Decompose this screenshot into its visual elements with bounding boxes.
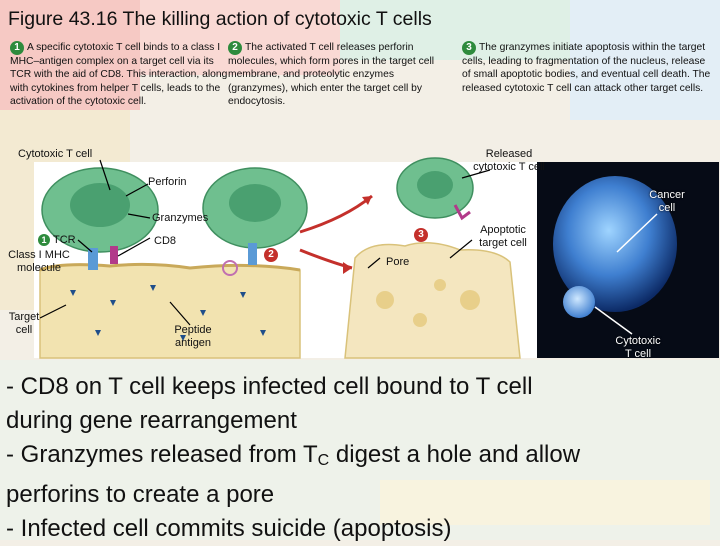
apoptotic-body <box>460 290 480 310</box>
leader-line <box>449 239 473 259</box>
label-granzymes: Granzymes <box>152 212 209 224</box>
tcr-receptor <box>88 248 98 270</box>
label-micro-cytotoxic: Cytotoxic T cell <box>615 335 661 360</box>
note-line-1: - CD8 on T cell keeps infected cell boun… <box>6 373 533 400</box>
receptor-fragment <box>453 204 471 221</box>
t-cell-1-nucleus <box>70 183 130 227</box>
leader-line <box>367 257 381 269</box>
label-cd8: CD8 <box>154 235 177 247</box>
label-cancer-cell: Cancer cell <box>649 189 685 214</box>
granzyme-marks <box>70 285 266 341</box>
arrow-head <box>362 196 372 205</box>
step-1-text: A specific cytotoxic T cell binds to a c… <box>10 42 228 108</box>
step-2-text: The activated T cell releases perforin m… <box>228 42 435 108</box>
leader-line <box>117 237 151 257</box>
step-1-badge: 1 <box>10 41 24 55</box>
arrow-to-released-cell <box>299 194 373 234</box>
leader-line <box>127 213 151 219</box>
leader-line <box>125 183 149 197</box>
label-target-cell: Target cell <box>8 311 40 336</box>
step-2-badge: 2 <box>228 41 242 55</box>
step-3-badge: 3 <box>462 41 476 55</box>
micrograph <box>537 162 719 358</box>
label-released-t-cell: Released cytotoxic T cell <box>473 148 545 173</box>
label-pore: Pore <box>386 256 410 268</box>
cytotoxic-t-cell-image <box>563 286 595 318</box>
label-apoptotic-cell: Apoptotic target cell <box>479 224 527 249</box>
figure-title: Figure 43.16 The killing action of cytot… <box>8 8 432 30</box>
leader-line <box>39 304 67 319</box>
step-3-text: The granzymes initiate apoptosis within … <box>462 42 711 94</box>
notes: - CD8 on T cell keeps infected cell boun… <box>6 370 716 546</box>
label-cytotoxic-t-cell: Cytotoxic T cell <box>18 148 93 160</box>
note-line-4: perforins to create a pore <box>6 481 275 508</box>
diagram-badge-3: 3 <box>414 228 428 242</box>
label-perforin: Perforin <box>148 176 187 188</box>
apoptotic-cell <box>344 242 521 359</box>
target-cell-membrane <box>39 262 301 272</box>
leader-line <box>169 301 191 326</box>
background-tile <box>340 0 570 60</box>
cd8-coreceptor <box>110 246 118 264</box>
label-peptide-antigen: Peptide antigen <box>174 324 212 349</box>
arrow-head <box>343 262 352 274</box>
perforin-pore <box>222 260 238 276</box>
apoptotic-body <box>376 291 394 309</box>
background-tile <box>570 0 720 120</box>
label-class-i-mhc: Class I MHC molecule <box>8 249 70 274</box>
tcr-receptor-2 <box>248 243 257 265</box>
diagram-badge-2: 2 <box>264 248 278 262</box>
background-tile <box>0 0 140 110</box>
note-line-5: - Infected cell commits suicide (apoptos… <box>6 515 452 542</box>
leader-line <box>77 239 93 253</box>
leader-line <box>461 169 491 179</box>
background-tile <box>140 0 340 75</box>
diagram-badge-1: 1 <box>38 234 50 246</box>
leader-line <box>99 159 111 191</box>
background-tile <box>380 480 710 525</box>
note-line-2: during gene rearrangement <box>6 407 297 434</box>
released-t-cell-nucleus <box>417 171 453 199</box>
apoptotic-body <box>413 313 427 327</box>
t-cell-2-nucleus <box>229 184 281 222</box>
cancer-cell-image <box>553 176 677 312</box>
apoptotic-body <box>434 279 446 291</box>
note-line-3: - Granzymes released from TC digest a ho… <box>6 441 581 469</box>
